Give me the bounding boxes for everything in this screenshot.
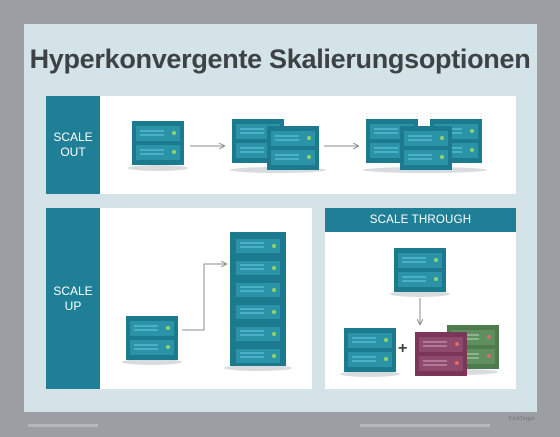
scale-up-arrow <box>182 264 226 331</box>
scale-up-label-line1: SCALE <box>53 283 93 298</box>
footer-credit-line <box>28 424 98 427</box>
scale-up-server-stack <box>224 232 292 371</box>
scale-through-server-top <box>390 248 450 297</box>
scale-out-label: SCALE OUT <box>46 96 100 194</box>
scale-through-server-left <box>340 328 400 377</box>
footer-copyright-line <box>360 424 490 427</box>
scale-up-server-single <box>122 316 182 365</box>
scale-through-server-colored-pair <box>415 325 499 376</box>
publisher-logo: TechTarget <box>508 416 535 422</box>
scale-out-label-line2: OUT <box>60 145 86 159</box>
page-title: Hyperkonvergente Skalierungsoptionen <box>29 44 531 74</box>
scale-through-label: SCALE THROUGH <box>325 208 516 232</box>
scale-out-server-single <box>128 121 188 171</box>
scale-up-label: SCALE UP <box>46 208 100 389</box>
scale-out-label-line1: SCALE <box>53 130 93 144</box>
plus-sign: + <box>398 340 408 357</box>
scale-out-server-pair <box>230 119 326 173</box>
scale-up-label-line2: UP <box>64 298 82 313</box>
scale-out-server-trio <box>363 119 487 173</box>
